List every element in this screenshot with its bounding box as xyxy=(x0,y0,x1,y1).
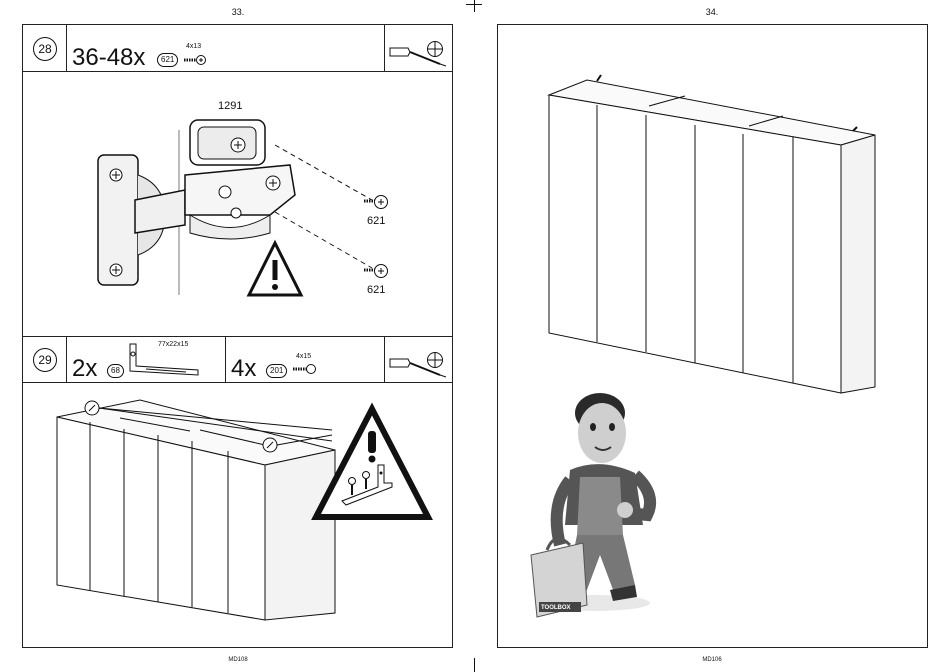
screw-621-icon-b xyxy=(364,262,390,282)
step29-divider-a xyxy=(66,336,67,382)
phillips-icon xyxy=(426,351,444,369)
page-number-right: 34. xyxy=(682,7,742,17)
warning-triangle-icon xyxy=(312,405,432,520)
toolbox-label: TOOLBOX xyxy=(541,605,571,611)
step29-divider-b xyxy=(225,336,226,382)
step29-screw-code: 201 xyxy=(266,364,287,378)
step28-quantity: 36-48x xyxy=(72,46,145,70)
wardrobe-illustration xyxy=(545,75,880,395)
step29-divider-c xyxy=(384,336,385,382)
phillips-icon xyxy=(426,40,444,58)
handyman-mascot-image xyxy=(525,385,685,635)
step29-number: 29 xyxy=(33,348,57,372)
screw-icon xyxy=(184,54,206,66)
step29-bracket-code: 68 xyxy=(107,364,124,378)
crop-mark-top xyxy=(474,0,475,12)
footer-code-left: MD108 xyxy=(208,657,268,663)
warning-triangle-icon xyxy=(246,240,304,298)
step29-screw-size: 4x15 xyxy=(296,353,311,360)
step29-bracket-qty: 2x xyxy=(72,357,97,381)
page-number-left: 33. xyxy=(208,7,268,17)
crop-mark-top-h xyxy=(466,4,482,5)
hinge-dimension: 1291 xyxy=(218,100,242,112)
screw-icon xyxy=(293,363,317,375)
footer-code-right: MD106 xyxy=(682,657,742,663)
step29-header-bottom xyxy=(22,382,453,383)
callout-621-a: 621 xyxy=(367,215,385,227)
step28-screw-size: 4x13 xyxy=(186,43,201,50)
screw-621-icon xyxy=(364,193,390,213)
step29-header-top xyxy=(22,336,453,337)
step28-divider-a xyxy=(66,24,67,71)
crop-mark-bottom xyxy=(474,658,475,672)
angle-bracket-icon xyxy=(126,342,202,378)
step28-part-code: 621 xyxy=(157,53,178,67)
wardrobe-illustration xyxy=(50,395,340,635)
step28-divider-b xyxy=(384,24,385,71)
step28-header-bottom xyxy=(22,71,453,72)
callout-621-b: 621 xyxy=(367,284,385,296)
step29-screw-qty: 4x xyxy=(231,357,256,381)
step28-number: 28 xyxy=(33,37,57,61)
